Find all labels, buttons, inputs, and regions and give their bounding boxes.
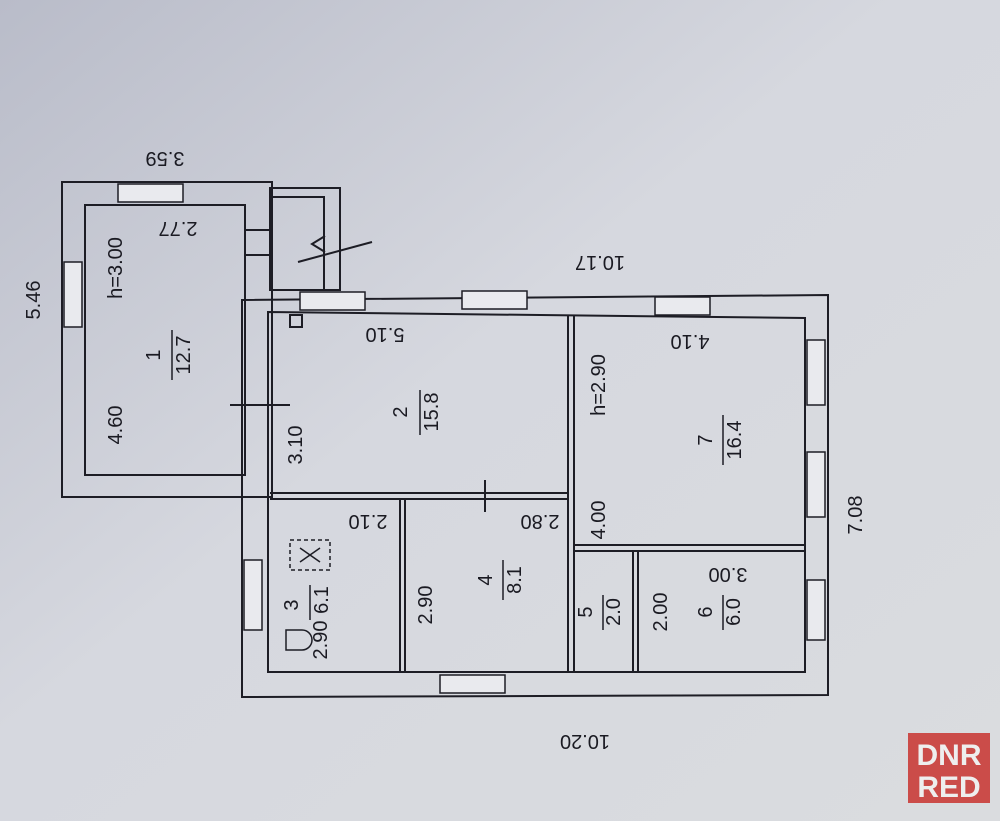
room-3-dim-b: 2.90 [310, 621, 332, 660]
dim-annex-top: 3.59 [146, 147, 185, 169]
room-4-number: 4 [475, 574, 497, 585]
room-6-dim-a: 3.00 [709, 563, 748, 585]
room-2-area: 15.8 [421, 393, 443, 432]
room-4-dim-b: 2.90 [415, 586, 437, 625]
room-6-number: 6 [695, 606, 717, 617]
fixtures [285, 539, 331, 651]
watermark-line1: DNR [917, 739, 982, 772]
boiler-icon [285, 629, 313, 651]
dim-main-right: 7.08 [845, 496, 867, 535]
room-1-number: 1 [143, 349, 165, 360]
room-5-area: 2.0 [603, 598, 625, 626]
stove-icon-cross [299, 547, 321, 563]
room-4-dim-a: 2.80 [521, 510, 560, 532]
room-7-height: h=2.90 [588, 354, 610, 416]
walls [61, 181, 829, 699]
room-1-dim-b: 4.60 [105, 406, 127, 445]
room-3-number: 3 [281, 599, 303, 610]
watermark-line2: RED [917, 771, 980, 804]
watermark-logo: DNR RED [908, 733, 990, 804]
room-2-dim-b: 3.10 [285, 426, 307, 465]
room-7-area: 16.4 [724, 421, 746, 460]
dim-main-top: 10.17 [575, 251, 625, 273]
room-6-area: 6.0 [723, 598, 745, 626]
room-1-area: 12.7 [173, 336, 195, 375]
room-7-dim-b: 4.00 [588, 501, 610, 540]
dim-annex-left: 5.46 [23, 281, 45, 320]
room-7-number: 7 [695, 434, 717, 445]
room-7-dim-a: 4.10 [671, 330, 710, 352]
dim-main-bottom: 10.20 [560, 730, 610, 752]
room-6-dim-b: 2.00 [650, 593, 672, 632]
room-4-area: 8.1 [504, 566, 526, 594]
room-2-number: 2 [390, 406, 412, 417]
room-5-number: 5 [575, 606, 597, 617]
room-2-dim-a: 5.10 [366, 323, 405, 345]
room-1-dim-a: 2.77 [159, 217, 198, 239]
room-3-area: 6.1 [311, 586, 333, 614]
windows [63, 183, 826, 694]
room-3-dim-a: 2.10 [349, 510, 388, 532]
room-1-height: h=3.00 [105, 237, 127, 299]
